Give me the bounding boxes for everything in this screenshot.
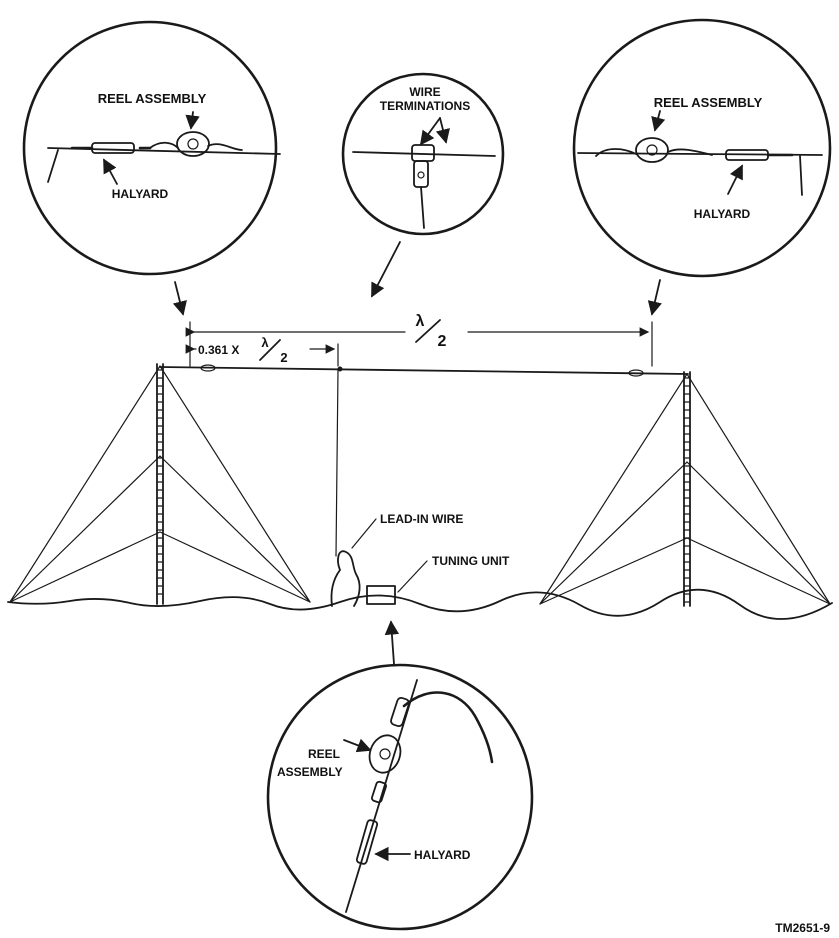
- tuning-unit-pointer: [397, 560, 428, 593]
- wire-termination-insulator-sketch: [411, 144, 435, 229]
- figure-id: TM2651-9: [775, 921, 830, 935]
- left-circle-pointer: [172, 281, 187, 316]
- feed-offset-numerator: λ: [261, 335, 269, 350]
- feed-offset-dimension: [185, 343, 339, 367]
- left-mast: [9, 363, 311, 605]
- label-wire-terminations-line2: TERMINATIONS: [380, 99, 470, 113]
- feed-offset-denominator: 2: [280, 350, 287, 365]
- feed-offset-fraction-bar: [259, 339, 281, 361]
- lead-in-wire-drop: [335, 369, 339, 557]
- ground-line: [7, 588, 833, 620]
- label-halyard-right: HALYARD: [694, 207, 751, 221]
- half-wave-denominator: 2: [438, 333, 447, 350]
- right-reel-assembly-sketch: [595, 137, 794, 163]
- tuning-unit-box: [366, 585, 396, 605]
- label-lead-in-wire: LEAD-IN WIRE: [380, 512, 463, 526]
- right-detail-circle: [572, 18, 832, 278]
- right-mast: [539, 371, 831, 607]
- left-reel-assembly-sketch: [70, 131, 243, 157]
- lead-in-pointer: [351, 518, 377, 549]
- bottom-circle-pointer: [384, 620, 400, 665]
- label-wire-terminations-line1: WIRE: [409, 85, 440, 99]
- feed-offset-prefix: 0.361 X: [198, 343, 239, 357]
- half-wave-numerator: λ: [416, 313, 425, 330]
- left-detail-circle: [22, 20, 281, 276]
- label-halyard-left: HALYARD: [112, 187, 169, 201]
- center-circle-pointer: [371, 241, 401, 298]
- label-reel-assembly-left: REEL ASSEMBLY: [98, 91, 207, 106]
- antenna-wire: [159, 364, 689, 377]
- label-halyard-bottom: HALYARD: [414, 848, 471, 862]
- bottom-detail-circle: [266, 663, 534, 931]
- half-wave-fraction-bar: [415, 319, 441, 343]
- half-wave-dimension: [185, 321, 653, 367]
- label-reel-bottom-line2: ASSEMBLY: [277, 765, 343, 779]
- lead-in-wire-coil: [330, 550, 361, 607]
- label-reel-assembly-right: REEL ASSEMBLY: [654, 95, 763, 110]
- center-detail-circle: [341, 72, 505, 236]
- right-circle-pointer: [647, 279, 662, 316]
- label-tuning-unit: TUNING UNIT: [432, 554, 510, 568]
- label-reel-bottom-line1: REEL: [308, 747, 340, 761]
